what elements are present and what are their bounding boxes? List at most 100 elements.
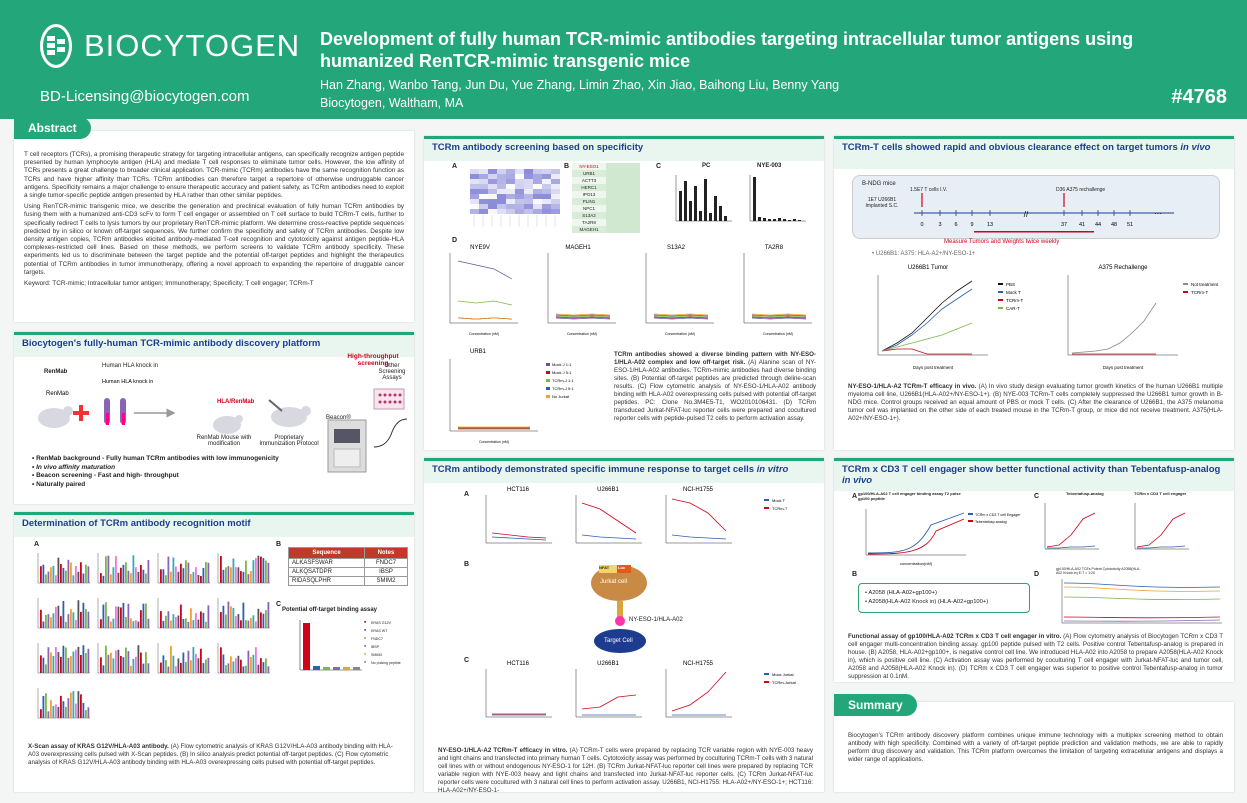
xscan-bar [235, 658, 237, 673]
xscan-bar [70, 609, 72, 628]
engager-caption: Functional assay of gp100/HLA-A02 TCRm x… [848, 633, 1223, 680]
heatmap-cell [533, 204, 542, 209]
xscan-bar [52, 565, 55, 583]
heatmap-cell [533, 199, 542, 204]
xscan-bar [122, 564, 125, 583]
xscan-bar [235, 567, 237, 583]
heatmap-cell [542, 179, 551, 184]
pc-bar [753, 177, 756, 221]
discovery-bullet: • Naturally paired [32, 480, 86, 488]
xscan-bar [57, 605, 60, 628]
xscan-bar [262, 558, 265, 583]
xscan-bar [140, 564, 142, 583]
heatmap-cell [497, 179, 506, 184]
legend-swatch [764, 681, 769, 683]
bar-ibsp [333, 667, 340, 670]
discovery-bullet: • In vivo affinity maturation [32, 463, 116, 471]
xscan-bar [140, 610, 142, 628]
bar-smim2 [343, 667, 350, 670]
pc-bar [788, 220, 791, 221]
immunization-mouse-icon [268, 399, 311, 427]
xscan-bar [115, 606, 117, 628]
heatmap-cell [542, 174, 551, 179]
x-axis-label: Days post treatment [913, 365, 954, 370]
xscan-bar [200, 648, 202, 673]
xscan-bar [245, 665, 247, 673]
heatmap-cell [470, 184, 479, 189]
gene-row: NPC1 [572, 205, 640, 212]
clearance-caption: NY-ESO-1/HLA-A2 TCRm-T efficacy in vivo.… [848, 383, 1223, 422]
xscan-bar [252, 615, 255, 628]
heatmap-cell [479, 194, 488, 199]
pc-bar [724, 216, 727, 221]
luc-label: Luc [618, 565, 626, 570]
beacon-instrument-icon [327, 419, 367, 473]
fig-label-d: D [1034, 571, 1040, 578]
xscan-bar [130, 618, 132, 628]
table-header: Notes [364, 547, 408, 559]
xscan-bar [227, 663, 230, 673]
heatmap-cell [524, 194, 533, 199]
engager-panel: TCRm x CD3 T cell engager show better fu… [834, 458, 1234, 682]
jurkat-label: Jurkat cell [600, 579, 628, 585]
series-line [881, 348, 972, 355]
xscan-bar [62, 600, 65, 628]
xscan-bar [202, 612, 205, 628]
xscan-bar [65, 570, 67, 583]
panel-title: HCT116 [507, 661, 530, 667]
pc-bar [758, 217, 761, 221]
xscan-bar [82, 573, 85, 583]
heatmap-cell [533, 209, 542, 214]
xscan-bar [162, 655, 165, 673]
tce-chart-title: TCRm x CD3 T cell engager [1134, 491, 1187, 496]
motif-caption: X-Scan assay of KRAS G12V/HLA-A03 antibo… [28, 743, 393, 766]
series-line [491, 536, 547, 541]
panel-title: NCI-H1755 [683, 661, 714, 667]
gene-sequence-cell [606, 205, 640, 212]
immune-title: TCRm antibody demonstrated specific immu… [424, 461, 824, 483]
xscan-bar [187, 650, 190, 673]
xscan-bar [205, 659, 207, 673]
xscan-bar [242, 666, 245, 673]
xscan-bar [105, 556, 107, 583]
xscan-bar [72, 575, 75, 583]
series-line [1063, 582, 1221, 588]
bar-fndc7 [323, 667, 330, 670]
xscan-bar [142, 603, 145, 628]
mouse-breeding-diagram: RenMab Human HLA knock in [38, 379, 176, 428]
heatmap-cell [515, 179, 524, 184]
xscan-bar [125, 647, 127, 673]
xscan-bar [165, 575, 167, 583]
xscan-bar [65, 706, 67, 718]
xscan-bar [200, 611, 202, 628]
legend-swatch [998, 299, 1003, 301]
series-line [457, 317, 513, 320]
cell-line-a2058: • A2058 (HLA-A02+gp100+) [865, 590, 937, 596]
xscan-bar [170, 645, 172, 673]
heatmap-cell [470, 194, 479, 199]
heatmap-cell [488, 194, 497, 199]
legend-label: Mock T [772, 498, 786, 503]
beacon-label: Beacon® [326, 415, 351, 421]
fig-label-c: C [276, 601, 282, 608]
xscan-bar [197, 575, 200, 583]
xscan-bar [245, 560, 247, 583]
xscan-bar [195, 567, 197, 583]
heatmap-cell [551, 179, 560, 184]
legend-label: TCRm-T [772, 506, 788, 511]
clearance-panel: TCRm-T cells showed rapid and obvious cl… [834, 136, 1234, 450]
contact-email[interactable]: BD-Licensing@biocytogen.com [40, 88, 250, 105]
xscan-bar [45, 664, 47, 673]
xscan-bar [247, 650, 250, 673]
pc-bar [699, 211, 702, 221]
abstract-paragraph-1: T cell receptors (TCRs), a promising the… [24, 151, 404, 200]
xscan-bar [220, 647, 222, 673]
authors: Han Zhang, Wanbo Tang, Jun Du, Yue Zhang… [320, 78, 840, 92]
xscan-bar [77, 691, 80, 718]
xscan-bar [100, 573, 102, 583]
heatmap-cell [470, 169, 479, 174]
xscan-bar [160, 569, 162, 583]
xscan-bar [255, 558, 257, 583]
legend-label: Mock J 1:1 [552, 362, 572, 367]
